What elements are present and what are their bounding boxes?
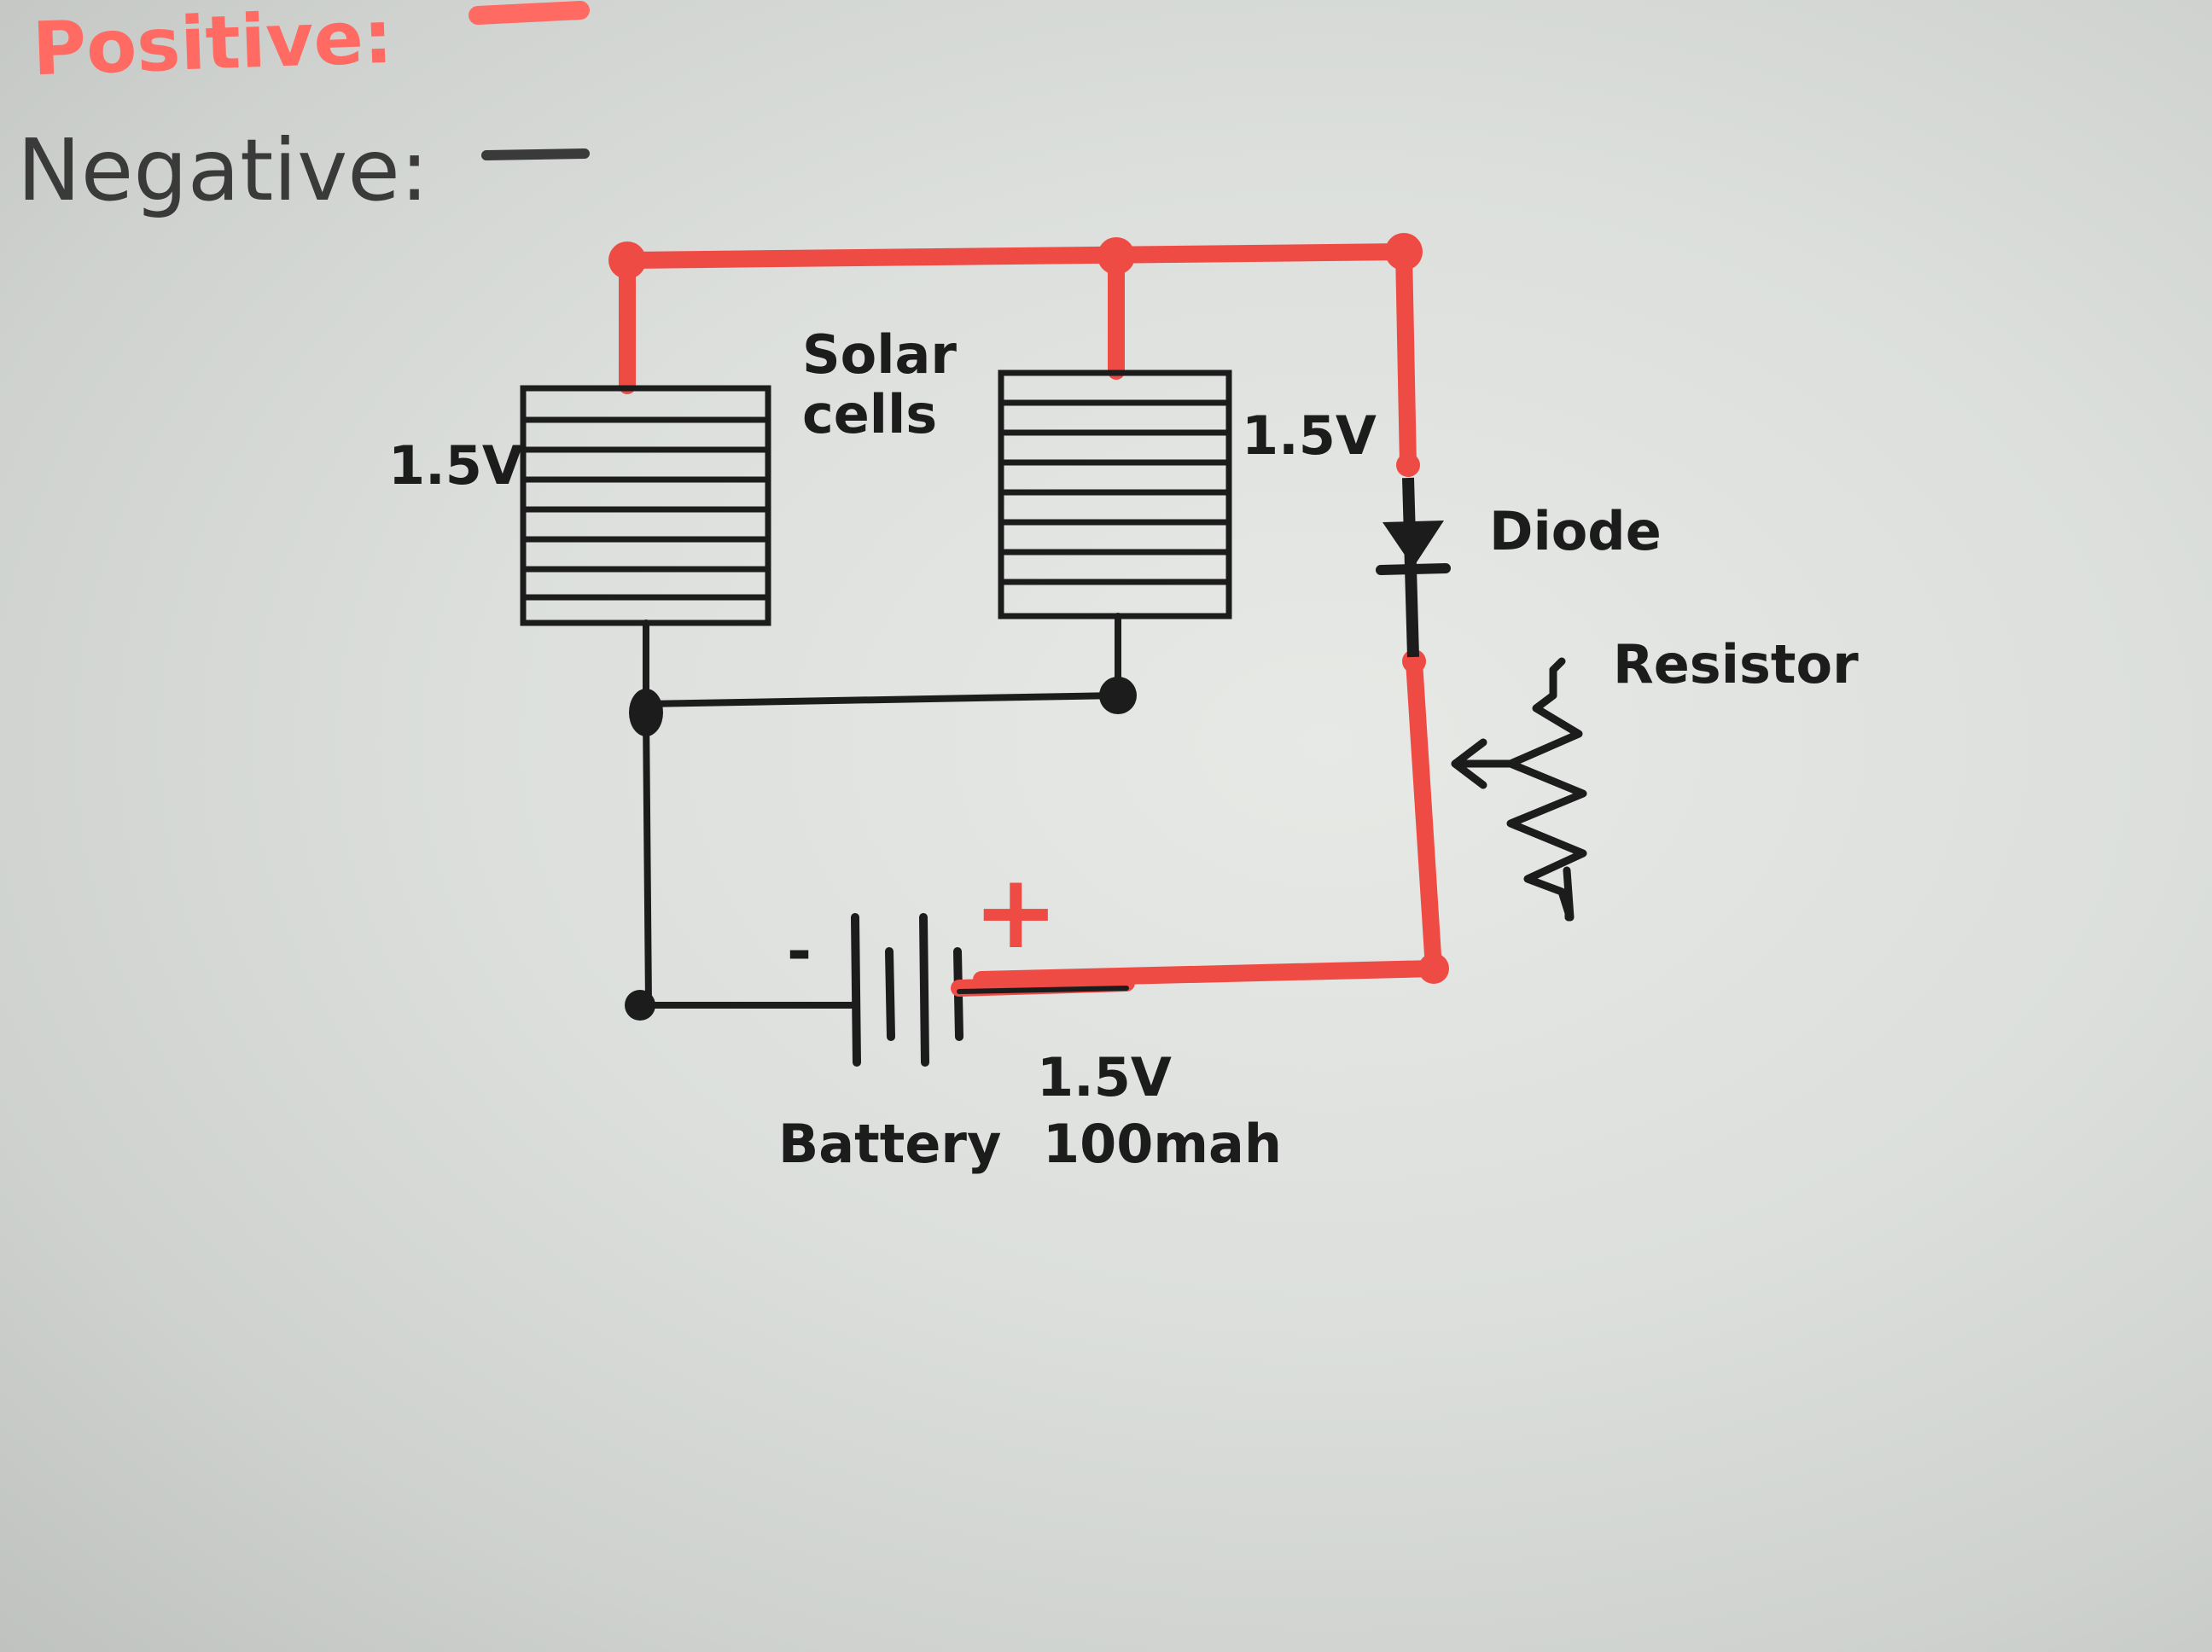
battery-name-label: Battery — [778, 1113, 1002, 1175]
cell2-voltage-label: 1.5V — [1242, 404, 1377, 467]
negative-link-wire — [643, 692, 1121, 707]
solar-cell-1 — [520, 385, 771, 626]
left-negative-wire — [643, 709, 652, 1009]
solar-cells-label-line2: cells — [802, 383, 938, 445]
junction-bottom-right — [1418, 953, 1449, 984]
resistor-tail — [1563, 866, 1575, 922]
legend-negative-swatch — [481, 148, 590, 160]
junction-top-right — [1385, 233, 1423, 270]
battery-plus-label: + — [973, 853, 1059, 972]
legend-positive-swatch — [469, 1, 590, 25]
top-positive-wire — [619, 243, 1412, 269]
negative-wires — [637, 613, 1121, 1009]
resistor-symbol — [1451, 657, 1587, 922]
junction-cell1-negative — [629, 689, 663, 736]
junction-bottom-left — [625, 990, 655, 1021]
resistor-arrow-head — [1451, 738, 1487, 789]
resistor-top-lead — [1549, 657, 1566, 674]
diode-label: Diode — [1489, 500, 1662, 562]
battery-symbol — [851, 913, 1135, 1067]
battery-voltage-label: 1.5V — [1037, 1046, 1172, 1108]
junction-diode-anode — [1396, 453, 1420, 477]
positive-wires — [619, 243, 1442, 988]
diode-triangle — [1382, 521, 1444, 567]
resistor-label: Resistor — [1613, 633, 1859, 695]
right-positive-wire-upper — [1395, 243, 1417, 474]
positive-junctions — [608, 233, 1449, 984]
solar-cells-label-line1: Solar — [802, 323, 957, 386]
junction-top-left — [608, 241, 646, 279]
diode-bar — [1376, 563, 1451, 575]
battery-capacity-label: 100mah — [1043, 1113, 1282, 1175]
legend-negative-label: Negative: — [17, 120, 429, 220]
battery-minus-label: - — [787, 916, 812, 986]
diode-symbol — [1376, 477, 1451, 658]
legend-positive-label: Positive: — [31, 0, 394, 93]
junction-top-middle — [1097, 237, 1135, 275]
solar-cell-2 — [998, 369, 1232, 620]
right-positive-wire-lower — [1406, 653, 1442, 977]
negative-junctions — [625, 677, 1137, 1021]
junction-cell2-negative — [1099, 677, 1137, 714]
cell1-voltage-label: 1.5V — [388, 434, 523, 497]
battery-positive-lead — [951, 974, 1135, 997]
